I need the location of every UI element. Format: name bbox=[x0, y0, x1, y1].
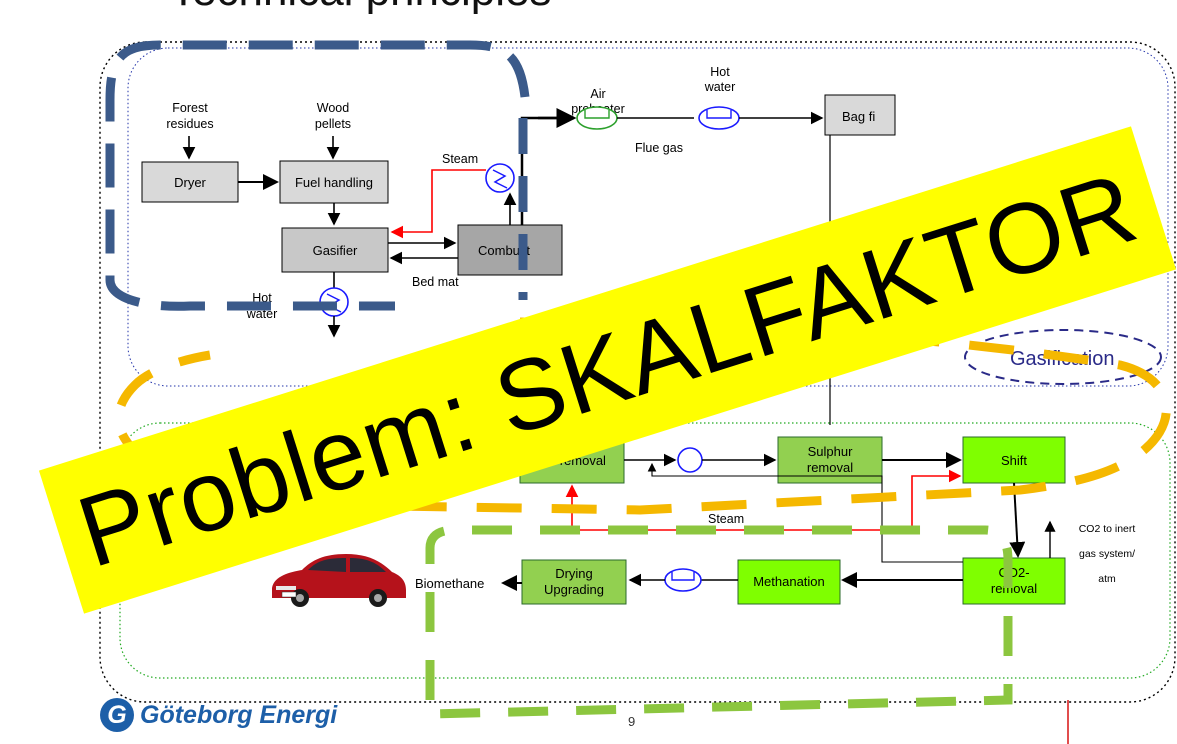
slide-title: Technical principles bbox=[170, 0, 552, 16]
co2-removal-box: CO2-removal bbox=[962, 557, 1066, 605]
bag-filter-box: Bag fi bbox=[824, 94, 896, 136]
page-number: 9 bbox=[628, 714, 636, 729]
shift-box: Shift bbox=[962, 436, 1066, 484]
svg-text:Bag fi: Bag fi bbox=[842, 109, 875, 124]
gasification-ellipse bbox=[964, 329, 1162, 385]
flue-gas-label: Flue gas bbox=[635, 141, 683, 155]
dashed-green-loop bbox=[425, 525, 1013, 719]
methanation-box: Methanation bbox=[737, 559, 841, 605]
gasification-boundary bbox=[127, 47, 1169, 387]
svg-text:Gasifier: Gasifier bbox=[313, 243, 358, 258]
company-logo: G Göteborg Energi bbox=[100, 698, 337, 732]
steam-heat-exchanger bbox=[485, 163, 515, 193]
fuel-handling-box: Fuel handling bbox=[279, 160, 389, 204]
logo-text: Göteborg Energi bbox=[140, 700, 338, 729]
gasifier-box: Gasifier bbox=[281, 227, 389, 273]
svg-text:Shift: Shift bbox=[1001, 453, 1027, 468]
svg-text:Dryer: Dryer bbox=[174, 175, 206, 190]
svg-text:Combust: Combust bbox=[478, 243, 530, 258]
car-illustration bbox=[262, 546, 410, 610]
outer-boundary bbox=[99, 41, 1176, 703]
steam-label-bottom: Steam bbox=[708, 512, 744, 526]
biomethane-label: Biomethane bbox=[415, 576, 484, 591]
svg-text:Fuel handling: Fuel handling bbox=[295, 175, 373, 190]
bed-material-label: Bed mat bbox=[412, 275, 459, 289]
steam-label-top: Steam bbox=[442, 152, 478, 166]
combustor-box: Combust bbox=[457, 224, 563, 276]
svg-text:Methanation: Methanation bbox=[753, 574, 825, 589]
dryer-box: Dryer bbox=[141, 161, 239, 203]
lower-heat-exchanger bbox=[677, 447, 703, 473]
logo-mark-icon: G bbox=[100, 698, 134, 732]
